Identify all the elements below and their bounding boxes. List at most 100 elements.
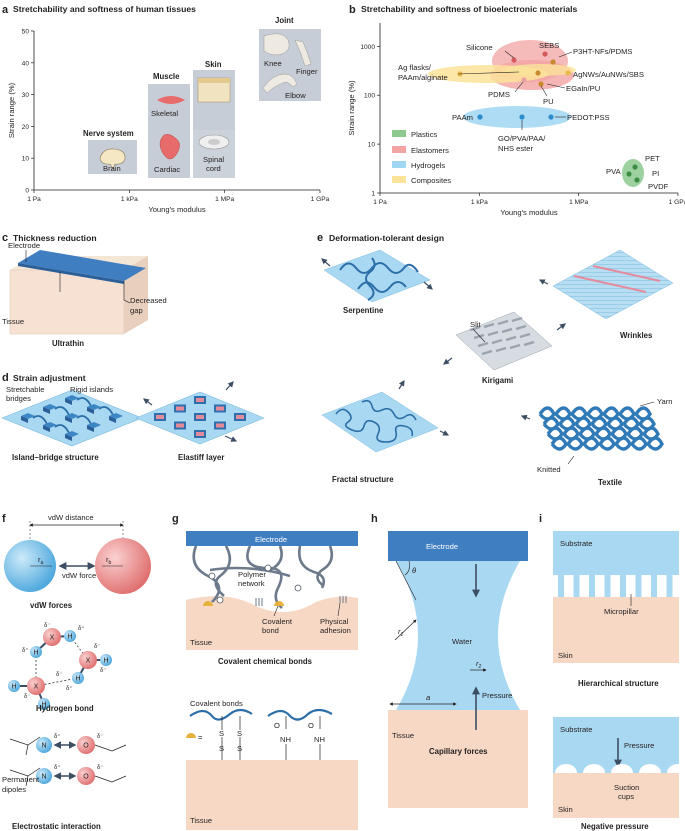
- covalent-bond-icon: [186, 733, 196, 738]
- point-go: [519, 114, 525, 120]
- slit: [515, 324, 527, 331]
- label-h-pressure: Pressure: [482, 691, 512, 700]
- label-ra: ra: [38, 555, 44, 566]
- h-atom: [8, 680, 20, 692]
- slit: [469, 325, 481, 332]
- h-atom: [64, 630, 76, 642]
- slit: [473, 333, 485, 340]
- caption-wrinkles: Wrinkles: [620, 331, 653, 340]
- covalent-bond-icon: [203, 601, 213, 606]
- svg-text:H: H: [41, 702, 46, 709]
- legend-swatch-plastics: [392, 130, 406, 137]
- h-atom: [30, 646, 42, 658]
- label-skeletal: Skeletal: [151, 109, 178, 118]
- y-tick-label: 1: [371, 191, 375, 198]
- point-egain: [538, 81, 544, 87]
- suction-cup: [639, 764, 661, 773]
- caption-capillary: Capillary forces: [429, 747, 488, 756]
- label-suction-2: cups: [618, 792, 634, 801]
- label-slit: Slit: [470, 320, 481, 329]
- label-cardiac: Cardiac: [154, 165, 180, 174]
- caption-vdw: vdW forces: [30, 601, 73, 610]
- svg-text:O: O: [83, 774, 89, 781]
- yarn-loop: [550, 436, 664, 451]
- composite-region-2: [504, 64, 576, 76]
- skeletal-muscle-icon: [157, 96, 185, 104]
- point-pva: [626, 171, 632, 177]
- panel-i: i Substrate Micropillar Skin Hierarchica…: [539, 513, 685, 831]
- svg-text:N: N: [41, 743, 46, 750]
- g-tissue-lower: [186, 760, 358, 830]
- rigid-islands: [21, 395, 123, 441]
- panel-letter-g: g: [172, 513, 179, 525]
- h-atom: [38, 698, 50, 710]
- svg-text:O: O: [83, 743, 89, 750]
- label-pet: PET: [645, 154, 660, 163]
- label-polymer-1: Polymer: [238, 570, 266, 579]
- arrow-icon: [439, 430, 450, 436]
- x-tick-label: 1 kPa: [121, 196, 138, 203]
- x-atom: [43, 628, 61, 646]
- caption-kirigami: Kirigami: [482, 376, 513, 385]
- slit: [509, 343, 521, 350]
- legend-swatch-hydrogels: [392, 161, 406, 168]
- label-r2: r2: [476, 659, 482, 670]
- hydrogel-region: [463, 106, 571, 128]
- slit: [511, 316, 523, 323]
- label-covalent-bonds: Covalent bonds: [190, 699, 243, 708]
- n-atom: [36, 737, 52, 753]
- bridge: [32, 415, 48, 425]
- arrow-icon: [143, 398, 153, 406]
- x-tick-label: 1 MPa: [569, 199, 588, 206]
- arrow-icon: [423, 281, 433, 290]
- suction-cup: [667, 764, 685, 773]
- x-atom: [27, 677, 45, 695]
- label-pedot: PEDOT:PSS: [567, 113, 610, 122]
- point-silicone: [511, 57, 517, 63]
- bridge: [54, 406, 70, 416]
- point-pedot: [548, 114, 554, 120]
- label-s-3: S: [219, 744, 224, 753]
- panel-b-title: Stretchability and softness of bioelectr…: [361, 4, 578, 14]
- label-polymer-2: network: [238, 579, 265, 588]
- panel-g: g Electrode Polymer network Covalent bon…: [172, 513, 358, 830]
- h-atom: [100, 654, 112, 666]
- point-pi: [634, 177, 640, 183]
- label-theta: θ: [412, 566, 417, 575]
- svg-text:X: X: [34, 684, 39, 691]
- partial-charge: δ⁺: [22, 647, 29, 654]
- label-stretchable-2: bridges: [6, 394, 31, 403]
- x-axis-label: Young's modulus: [148, 205, 206, 214]
- i-substrate: [553, 531, 679, 575]
- legend-elastomers: Elastomers: [411, 146, 449, 155]
- panel-letter-b: b: [349, 4, 356, 16]
- electrostatic-pairs: Nδ⁺Oδ⁻Nδ⁺Oδ⁻: [9, 733, 127, 787]
- micropillar: [635, 575, 642, 597]
- suction-cup: [583, 764, 605, 773]
- fractal-trace: [335, 408, 414, 443]
- y-tick-label: 20: [22, 124, 30, 131]
- svg-text:X: X: [50, 635, 55, 642]
- micropillar: [589, 575, 595, 597]
- panel-a: a Stretchability and softness of human t…: [2, 4, 330, 214]
- knee-icon: [263, 33, 290, 56]
- y-tick-label: 1000: [360, 44, 375, 51]
- bridge: [76, 397, 92, 407]
- label-pi: PI: [652, 169, 659, 178]
- label-elbow: Elbow: [285, 91, 306, 100]
- bridge: [54, 424, 70, 434]
- label-pva: PVA: [606, 167, 622, 176]
- kirigami-slits: [469, 316, 535, 356]
- legend-hydrogels: Hydrogels: [411, 161, 445, 170]
- y-tick-label: 0: [25, 188, 29, 195]
- label-agflasks-2: PAAm/alginate: [398, 73, 448, 82]
- svg-text:H: H: [11, 684, 16, 691]
- label-covalent-2: bond: [262, 626, 279, 635]
- label-i-skin-2: Skin: [558, 805, 573, 814]
- caption-fractal: Fractal structure: [332, 475, 394, 484]
- slit: [519, 332, 531, 339]
- label-vdw-distance: vdW distance: [48, 513, 94, 522]
- legend-plastics: Plastics: [411, 130, 437, 139]
